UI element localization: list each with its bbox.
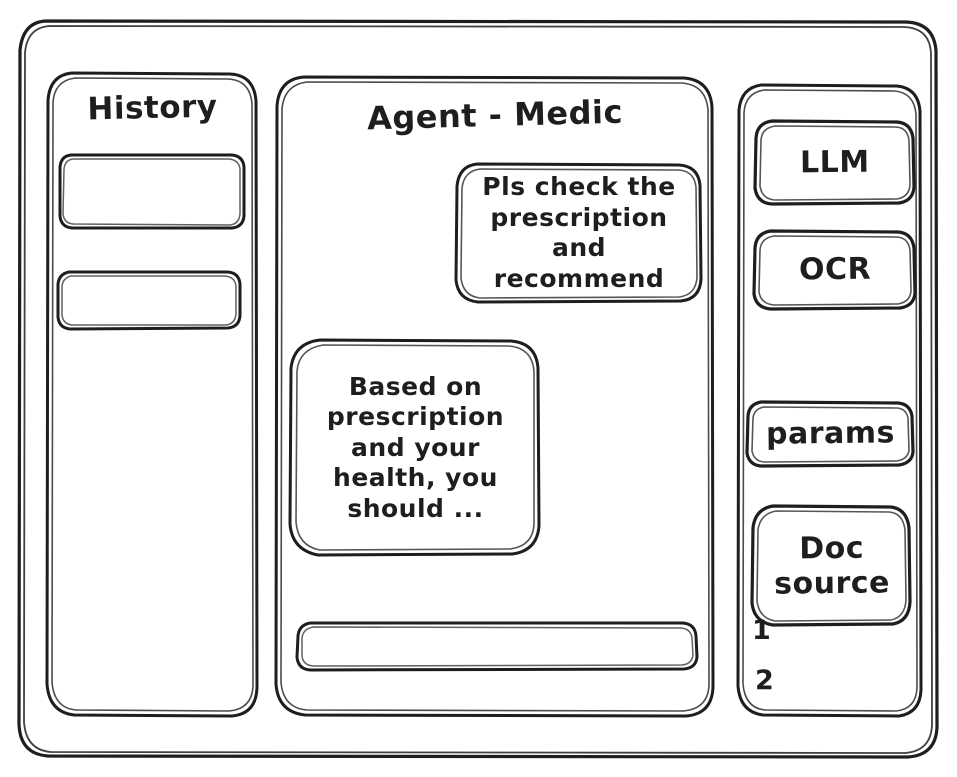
- tool-card-ocr[interactable]: OCR: [751, 228, 919, 312]
- tool-card-label: OCR: [798, 251, 872, 288]
- history-panel-title: History: [87, 88, 218, 128]
- history-item[interactable]: [55, 269, 243, 331]
- agent-panel-title: Agent - Medic: [366, 92, 624, 138]
- tool-card-params[interactable]: params: [744, 399, 917, 469]
- tool-card-doc-source[interactable]: Doc source: [749, 503, 915, 629]
- tool-card-llm[interactable]: LLM: [752, 118, 918, 207]
- tool-card-label: params: [765, 415, 896, 452]
- doc-source-list-item[interactable]: 2: [755, 665, 775, 696]
- history-item[interactable]: [57, 152, 247, 231]
- tool-card-label: LLM: [800, 144, 870, 181]
- history-item-label: [57, 152, 247, 231]
- composer-box[interactable]: [294, 620, 700, 673]
- composer-input[interactable]: [308, 633, 686, 660]
- history-item-label: [55, 269, 243, 331]
- message-text-user: Pls check the prescription and recommend: [482, 172, 676, 293]
- doc-source-list-item[interactable]: 1: [752, 615, 772, 646]
- tool-card-label: Doc source: [774, 530, 891, 602]
- message-bubble-user: Pls check the prescription and recommend: [453, 160, 705, 306]
- message-text-agent: Based on prescription and your health, y…: [326, 371, 505, 523]
- message-bubble-agent: Based on prescription and your health, y…: [286, 336, 545, 560]
